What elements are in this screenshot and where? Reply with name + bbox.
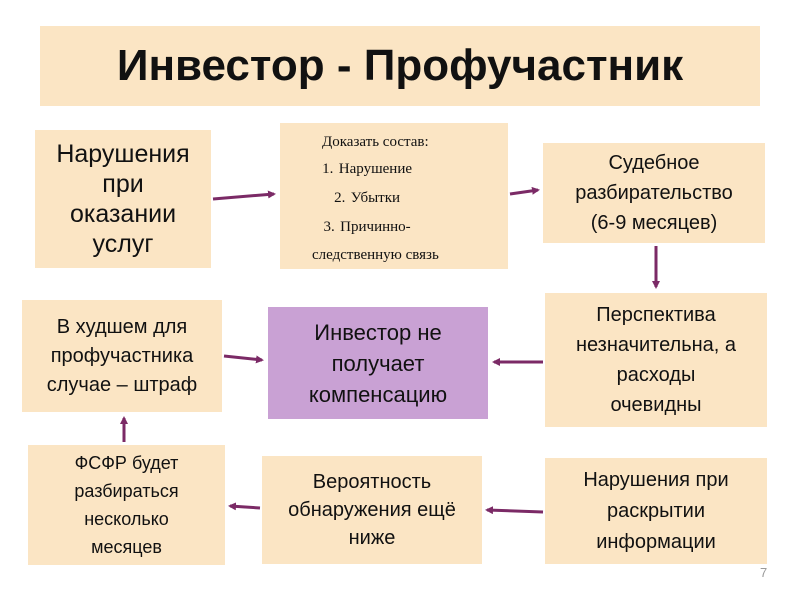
box-line: случае – штраф: [46, 373, 198, 396]
box-disclosure: Нарушения при раскрытии информации: [545, 458, 767, 564]
arrow-right: [212, 190, 276, 201]
box-violations-services: Нарушения при оказании услуг: [35, 130, 211, 268]
box-worst-case: В худшем для профучастника случае – штра…: [22, 300, 222, 412]
box-investor-no-compensation: Инвестор не получает компенсацию: [268, 307, 488, 419]
box-line: ниже: [348, 527, 396, 549]
box-prove-elements: Доказать состав: 1.Нарушение 2.Убытки 3.…: [280, 123, 508, 269]
arrow-left: [485, 506, 544, 515]
arrow-right: [509, 186, 540, 196]
box-line: оказании: [69, 200, 177, 228]
arrow-left: [228, 502, 261, 511]
box-line: при: [102, 170, 144, 198]
prove-list: 1.Нарушение 2.Убытки 3.Причинно- следств…: [290, 155, 439, 268]
arrow-right: [223, 354, 264, 364]
box-line: компенсацию: [308, 381, 448, 407]
box-line: обнаружения ещё: [288, 499, 456, 521]
box-court: Судебное разбирательство (6-9 месяцев): [543, 143, 765, 243]
list-item: 1.Нарушение: [322, 161, 413, 177]
box-line: услуг: [92, 230, 154, 258]
box-prospect: Перспектива незначительна, а расходы оче…: [545, 293, 767, 427]
box-probability: Вероятность обнаружения ещё ниже: [262, 456, 482, 564]
list-item: 3.Причинно-: [323, 219, 411, 235]
box-line: профучастника: [50, 344, 194, 367]
box-line: разбираться: [74, 481, 179, 501]
box-line: очевидны: [610, 394, 702, 416]
box-line: информации: [596, 530, 716, 553]
page-number: 7: [760, 565, 768, 580]
box-line: Судебное: [608, 152, 700, 174]
box-line: Вероятность: [312, 471, 432, 493]
box-line: расходы: [616, 364, 696, 386]
box-line: несколько: [84, 509, 169, 529]
box-line: разбирательство: [575, 182, 733, 204]
box-line: Инвестор не: [314, 319, 442, 345]
box-line: получает: [331, 350, 425, 376]
box-line: незначительна, а: [575, 334, 737, 356]
slide-title: Инвестор - Профучастник: [40, 26, 760, 106]
box-line: В худшем для: [56, 315, 188, 338]
list-item: 2.Убытки: [334, 190, 401, 206]
box-line: Перспектива: [596, 304, 716, 326]
list-item-continuation: следственную связь: [312, 247, 439, 263]
box-line: (6-9 месяцев): [590, 212, 718, 234]
box-line: раскрытии: [607, 499, 705, 522]
box-line: ФСФР будет: [74, 453, 179, 473]
box-fsfr: ФСФР будет разбираться несколько месяцев: [28, 445, 225, 565]
prove-heading: Доказать состав:: [322, 134, 429, 150]
box-line: Нарушения: [56, 140, 190, 168]
box-line: Нарушения при: [583, 468, 729, 491]
box-line: месяцев: [91, 537, 162, 557]
